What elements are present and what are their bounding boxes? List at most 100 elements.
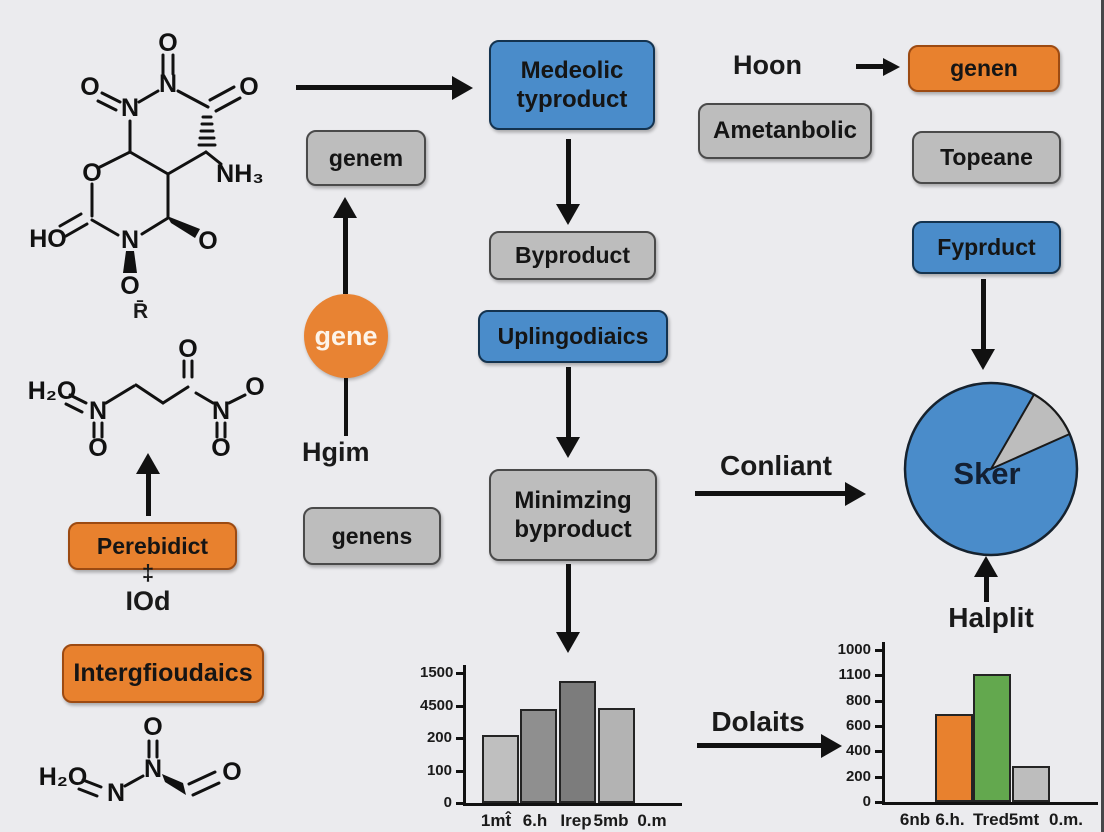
y-tick-mark [456,769,464,773]
x-tick-label: 6nb [899,810,931,829]
molecule-structure-1: O O N N O NH₃ O HO N O O [29,29,264,300]
atom-label: N [144,755,162,783]
atom-label: N [89,397,107,425]
y-tick-mark [875,725,883,728]
node-ametanbolic: Ametanbolic [698,103,872,159]
molecule-1-label: R̄ [133,300,149,323]
x-tick-label: Tred [973,810,1009,829]
atom-label: O [198,227,217,255]
node-gene-circle: gene [304,294,388,378]
arrow-minimzing-to-chart-head [556,632,580,653]
x-axis [463,803,682,806]
label-hoon: Hoon [733,50,802,80]
x-axis [882,802,1098,805]
bar-5mt [1012,766,1050,802]
arrow-gene-to-genem-shaft [343,216,348,294]
node-genem: genem [306,130,426,186]
bar-6.h. [935,714,973,802]
arrow-halplit-to-pie-head [974,556,998,577]
y-axis [463,665,466,806]
y-tick-mark [456,802,464,805]
y-tick-mark [875,775,883,779]
atom-label: O [80,73,99,101]
arrow-perebidict-to-struct2-head [136,453,160,474]
x-tick-label: 0.m [637,811,667,830]
arrow-conliant-shaft [695,491,846,496]
y-tick-mark [875,649,883,652]
atom-label: N [107,779,125,807]
node-perebidict: Perebidict [68,522,237,570]
atom-label: O [245,373,264,401]
y-tick-label: 0 [443,794,452,811]
node-genen-label: genen [950,55,1018,82]
y-tick-mark [875,801,883,804]
node-topeane: Topeane [912,131,1061,184]
y-tick-label: 1000 [837,641,871,658]
pie-label-sker: Sker [953,456,1020,491]
y-tick-mark [875,750,883,754]
node-intergfioudaics-label: Intergfioudaics [73,659,253,688]
arrow-fyprduct-to-pie-head [971,349,995,370]
y-tick-label: 1500 [420,664,454,681]
node-topeane-label: Topeane [940,144,1033,171]
node-medeolic-line1: Medeolic [520,56,624,84]
bar-5mb [598,708,635,803]
arrow-gene-to-genem-head [333,197,357,218]
atom-label: O [120,272,139,300]
atom-label: O [143,713,162,741]
double-dagger-symbol: ‡ [141,560,155,585]
node-genen: genen [908,45,1060,92]
y-tick-label: 400 [845,742,871,760]
bar-6.h [520,709,557,803]
y-tick-mark [875,674,883,678]
node-minimzing-line2: byproduct [514,516,632,543]
y-tick-mark [456,737,464,740]
right-edge-artifact [1101,0,1104,832]
atom-label: O [239,73,258,101]
node-fyprduct: Fyprduct [912,221,1061,274]
bar-Tred [973,674,1011,802]
atom-label: NH₃ [216,160,264,188]
node-perebidict-label: Perebidict [96,532,209,559]
arrow-hoon-to-genen-shaft [856,64,884,69]
x-tick-label: 1mt̂ [480,811,512,830]
atom-label: H₂O [39,763,88,791]
x-tick-label: 6.h. [935,810,965,829]
arrow-struct1-to-medeolic-head [452,76,473,100]
atom-label: O [222,758,241,786]
node-genens-label: genens [331,522,413,549]
arrow-medeolic-to-byproduct-head [556,204,580,225]
atom-label: N [212,397,230,425]
arrow-uplingodiaics-to-minimzing-shaft [566,367,571,438]
arrow-halplit-to-pie-shaft [984,575,989,602]
atom-label: O [178,335,197,363]
molecule-structure-3: H₂O N N O O [39,713,242,807]
atom-label: O [82,159,101,187]
y-tick-label: 800 [845,691,871,709]
x-tick-label: 6.h [522,811,548,830]
label-hgim: Hgim [302,437,370,467]
atom-label: N [121,226,139,254]
node-uplingodiaics-label: Uplingodiaics [497,323,649,350]
label-dolaits: Dolaits [711,706,805,737]
pie-chart: Sker [903,381,1079,557]
y-tick-label: 4500 [420,696,454,714]
x-tick-label: 5mb [593,811,629,830]
node-uplingodiaics: Uplingodiaics [478,310,668,363]
arrow-fyprduct-to-pie-shaft [981,279,986,350]
node-genens: genens [303,507,441,565]
y-tick-mark [875,699,883,703]
arrow-uplingodiaics-to-minimzing-head [556,437,580,458]
label-conliant: Conliant [720,450,832,481]
node-gene-label: gene [314,320,378,351]
x-tick-label: 5mt [1008,810,1040,829]
node-genem-label: genem [328,144,404,171]
y-axis [882,642,885,805]
y-tick-label: 600 [845,717,871,734]
node-fyprduct-label: Fyprduct [937,234,1036,261]
arrow-medeolic-to-byproduct-shaft [566,139,571,205]
bar-Irep [559,681,596,803]
node-medeolic-line2: typroduct [516,86,628,113]
